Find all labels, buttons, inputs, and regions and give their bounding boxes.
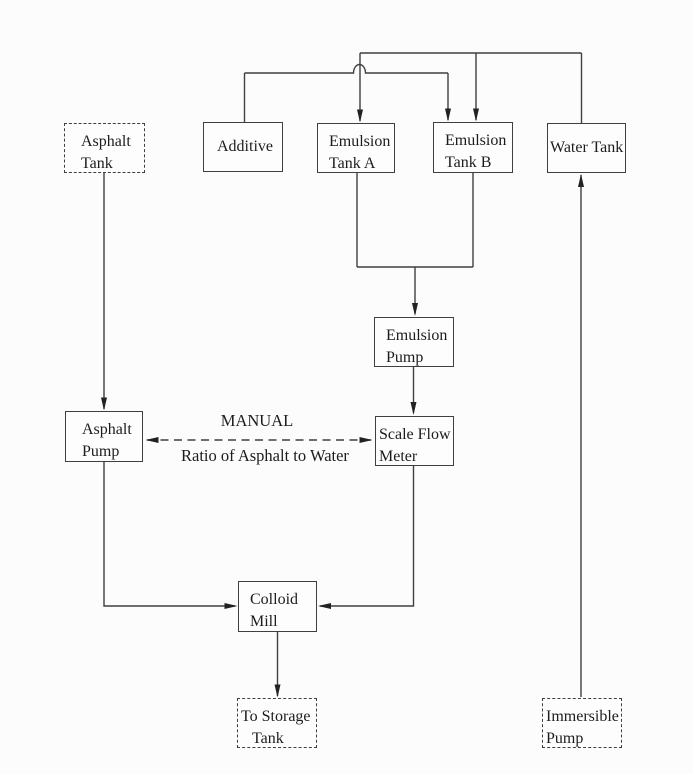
node-label-line: Mill — [250, 613, 278, 630]
node-asphalt-tank: Asphalt Tank — [64, 123, 145, 173]
node-label-line: Emulsion — [329, 133, 391, 150]
node-label-line: Meter — [379, 448, 418, 465]
node-colloid-mill: Colloid Mill — [238, 581, 317, 632]
edge-meter-to-colloid-mill — [320, 466, 415, 607]
label-manual: MANUAL — [220, 411, 294, 430]
node-scale-flow-meter: Scale Flow Meter — [375, 416, 454, 466]
arrowhead-into-asphalt-pump — [101, 397, 107, 411]
arrowhead-into-colloid-mill-left — [224, 603, 238, 609]
node-label-line: Colloid — [250, 591, 299, 608]
edge-tanks-to-emulsion-pump — [356, 173, 474, 314]
arrowhead-dashed-right — [359, 437, 373, 443]
node-label-line: To Storage — [241, 708, 311, 725]
node-emulsion-tank-a: Emulsion Tank A — [317, 123, 395, 173]
node-label-line: Pump — [546, 730, 584, 747]
node-label-line: Immersible — [546, 708, 619, 725]
arrowhead-dashed-left — [145, 437, 159, 443]
arrowhead-into-tank-b-right — [473, 108, 479, 122]
arrowhead-into-tank-a — [357, 109, 363, 123]
node-label-line: Pump — [82, 443, 120, 460]
node-label-line: Water Tank — [550, 139, 624, 156]
edge-asphalt-pump-to-colloid-mill — [103, 462, 235, 607]
node-label-line: Scale Flow — [379, 426, 451, 443]
node-asphalt-pump: Asphalt Pump — [65, 411, 143, 462]
node-label-line: Asphalt — [81, 133, 131, 150]
arrowhead-into-water-tank — [578, 174, 584, 187]
edge-additive-to-tank-b — [243, 63, 449, 122]
node-emulsion-pump: Emulsion Pump — [374, 317, 454, 367]
arrowhead-into-emulsion-pump — [412, 303, 418, 316]
node-to-storage-tank: To Storage Tank — [237, 698, 317, 748]
node-label-line: Tank — [252, 730, 284, 747]
arrowhead-into-scale-flow-meter — [410, 402, 417, 415]
arrowhead-into-colloid-mill-right — [318, 603, 331, 609]
arrowhead-into-storage-tank — [274, 684, 281, 698]
node-label-line: Emulsion — [445, 132, 507, 149]
node-label-line: Additive — [217, 138, 273, 155]
node-emulsion-tank-b: Emulsion Tank B — [433, 122, 513, 173]
node-immersible-pump: Immersible Pump — [542, 698, 622, 748]
edge-water-header — [359, 52, 583, 123]
node-additive: Additive — [203, 122, 283, 172]
node-label-line: Tank — [81, 155, 113, 172]
arrowhead-into-tank-b-left — [445, 108, 451, 122]
node-label-line: Tank A — [329, 155, 376, 172]
node-water-tank: Water Tank — [547, 123, 626, 173]
node-label-line: Asphalt — [82, 421, 132, 438]
node-label-line: Emulsion — [386, 327, 448, 344]
label-ratio-of-asphalt-to-water: Ratio of Asphalt to Water — [181, 446, 349, 465]
node-label-line: Tank B — [445, 154, 492, 171]
node-label-line: Pump — [386, 349, 424, 366]
